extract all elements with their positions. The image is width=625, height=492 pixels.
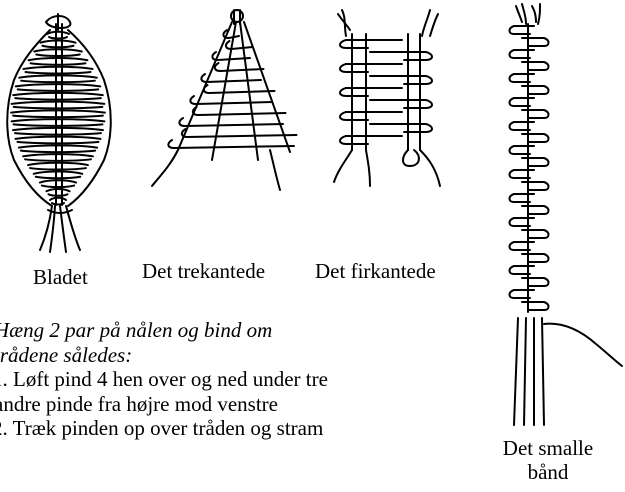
triangle-wrap xyxy=(190,96,272,104)
leaf-wrap xyxy=(19,145,97,147)
ribbon-loop xyxy=(522,254,549,262)
caption-square: Det firkantede xyxy=(315,259,436,283)
triangle-wrap xyxy=(179,118,283,126)
leaf-wrap xyxy=(25,72,90,74)
ribbon-loop xyxy=(510,146,535,154)
leaf-wrap xyxy=(15,133,101,135)
ribbon-loop xyxy=(510,242,535,250)
triangle-drawing xyxy=(152,10,297,190)
ribbon-loop xyxy=(510,218,535,226)
leaf-wrap xyxy=(42,46,73,48)
triangle-wrap xyxy=(182,129,297,137)
leaf-wrap xyxy=(23,154,93,156)
caption-ribbon: Det smalle bånd xyxy=(486,436,610,484)
ribbon-loop xyxy=(510,122,535,130)
leaf-wrap xyxy=(14,107,103,109)
caption-triangle: Det trekantede xyxy=(142,259,265,283)
leaf-wrap xyxy=(14,124,103,126)
leaf-wrap xyxy=(15,137,100,139)
triangle-wrap xyxy=(168,140,294,148)
ribbon-loop xyxy=(522,158,549,166)
leaf-wrap xyxy=(18,89,99,91)
caption-ribbon-line-2: bånd xyxy=(486,460,610,484)
ribbon-loop xyxy=(510,50,535,58)
square-wrap xyxy=(340,40,368,48)
ribbon-loop xyxy=(522,230,549,238)
step-line-3: 2. Træk pinden op over tråden og stram xyxy=(0,416,470,441)
leaf-wrap xyxy=(19,75,97,77)
leaf-wrap xyxy=(12,119,105,121)
leaf-drawing xyxy=(7,14,111,252)
square-wrap xyxy=(340,64,368,72)
triangle-wrap xyxy=(223,30,239,38)
ribbon-loop xyxy=(510,98,535,106)
leaf-wrap xyxy=(46,189,69,191)
triangle-wrap xyxy=(215,63,264,71)
leaf-wrap xyxy=(34,172,83,174)
caption-leaf: Bladet xyxy=(33,265,88,289)
leaf-wrap xyxy=(25,159,91,161)
leaf-wrap xyxy=(21,151,95,153)
square-drawing xyxy=(334,10,440,186)
leaf-wrap xyxy=(36,177,81,179)
leaf-wrap xyxy=(50,198,66,200)
leaf-wrap xyxy=(42,186,74,188)
intro-line-1: Hæng 2 par på nålen og bind om xyxy=(0,318,470,343)
triangle-wrap xyxy=(193,107,286,115)
leaf-wrap xyxy=(36,54,80,56)
leaf-wrap xyxy=(13,93,103,95)
leaf-wrap xyxy=(47,32,69,34)
leaf-wrap xyxy=(16,84,101,86)
ribbon-loop xyxy=(522,134,549,142)
instruction-text: Hæng 2 par på nålen og bind om trådene s… xyxy=(0,318,470,441)
leaf-wrap xyxy=(30,168,86,170)
leaf-wrap xyxy=(29,58,88,60)
ribbon-loop xyxy=(522,86,549,94)
leaf-wrap xyxy=(48,194,67,196)
leaf-wrap xyxy=(34,49,82,51)
leaf-wrap xyxy=(28,163,88,165)
triangle-wrap xyxy=(226,41,253,49)
ribbon-loop xyxy=(510,266,535,274)
leaf-wrap xyxy=(49,37,67,39)
square-wrap xyxy=(340,112,368,120)
ribbon-loop xyxy=(510,290,535,298)
leaf-wrap xyxy=(12,102,105,104)
leaf-wrap xyxy=(21,81,95,83)
leaf-wrap xyxy=(17,142,98,144)
ribbon-loop xyxy=(522,182,549,190)
leaf-wrap xyxy=(40,180,76,182)
ribbon-drawing xyxy=(510,4,623,425)
ribbon-loop xyxy=(522,110,549,118)
intro-line-2: trådene således: xyxy=(0,343,470,368)
leaf-wrap xyxy=(23,67,92,69)
step-line-2: andre pinde fra højre mod venstre xyxy=(0,392,470,417)
ribbon-loop xyxy=(522,38,549,46)
caption-ribbon-line-1: Det smalle xyxy=(486,436,610,460)
leaf-wrap xyxy=(13,116,103,118)
ribbon-loop xyxy=(522,206,549,214)
ribbon-loop xyxy=(510,170,535,178)
ribbon-loop xyxy=(510,74,535,82)
leaf-wrap xyxy=(13,128,103,130)
ribbon-loop xyxy=(522,62,549,70)
leaf-wrap xyxy=(15,98,101,100)
square-wrap xyxy=(340,136,368,144)
ribbon-loop xyxy=(522,278,549,286)
leaf-wrap xyxy=(40,40,75,42)
leaf-wrap xyxy=(11,110,105,112)
ribbon-loop xyxy=(510,194,535,202)
step-line-1: 1. Løft pind 4 hen over og ned under tre xyxy=(0,367,470,392)
ribbon-loop xyxy=(522,302,549,310)
triangle-wrap xyxy=(204,85,275,93)
square-wrap xyxy=(340,88,368,96)
leaf-wrap xyxy=(31,63,86,65)
ribbon-loop xyxy=(510,26,535,34)
